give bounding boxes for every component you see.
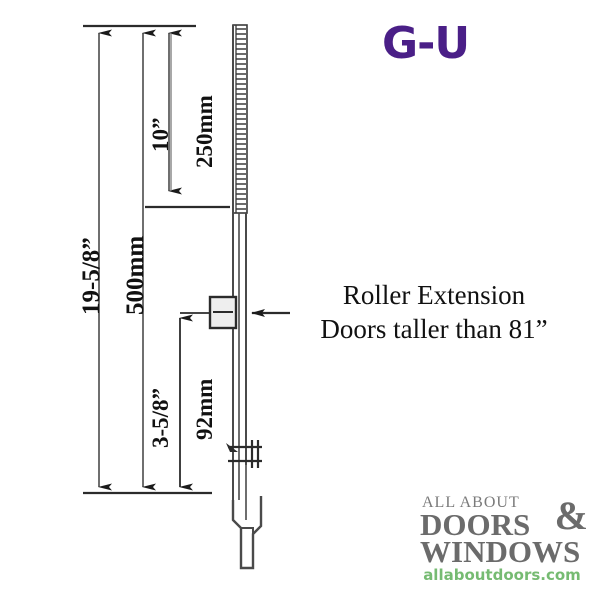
- dimension-label-top-metric: 250mm: [192, 95, 217, 168]
- dimension-label-bottom-metric: 92mm: [192, 378, 217, 440]
- callout-line-1: Roller Extension: [342, 280, 526, 310]
- dimension-line-overall: [98, 29, 156, 491]
- callout-line-2: Doors taller than 81”: [320, 314, 548, 344]
- dimension-label-top-imperial: 10”: [148, 117, 173, 153]
- dimension-label-overall-imperial: 19-5/8”: [78, 237, 105, 315]
- witness-lines: [83, 24, 230, 495]
- brand-line-all-about: ALL ABOUT: [422, 494, 520, 511]
- brand-ampersand: &: [554, 493, 588, 538]
- callout-text: Roller Extension Doors taller than 81”: [276, 278, 592, 346]
- cross-bracket: [228, 440, 262, 468]
- gu-logo-text: G-U: [382, 18, 470, 69]
- dimension-label-overall-metric: 500mm: [122, 235, 149, 315]
- hooked-tip-outline: [231, 496, 263, 570]
- dimension-label-bottom-imperial: 3-5/8”: [148, 387, 173, 448]
- brand-line-doors: DOORS: [420, 507, 531, 542]
- brand-website-url: allaboutdoors.com: [423, 566, 581, 584]
- rack-teeth: [236, 28, 246, 210]
- bracket-tick-arrow: [226, 443, 238, 452]
- allaboutdoors-brand-logo: ALL ABOUT DOORS WINDOWS & allaboutdoors.…: [414, 494, 590, 585]
- hooked-tip-inner: [241, 527, 254, 568]
- gu-brand-logo: G-U: [382, 20, 492, 68]
- brand-line-windows: WINDOWS: [420, 534, 581, 569]
- rod-assembly: [208, 24, 290, 570]
- dimension-line-top-segment: [168, 29, 182, 195]
- dimension-line-bottom-segment: [179, 312, 212, 491]
